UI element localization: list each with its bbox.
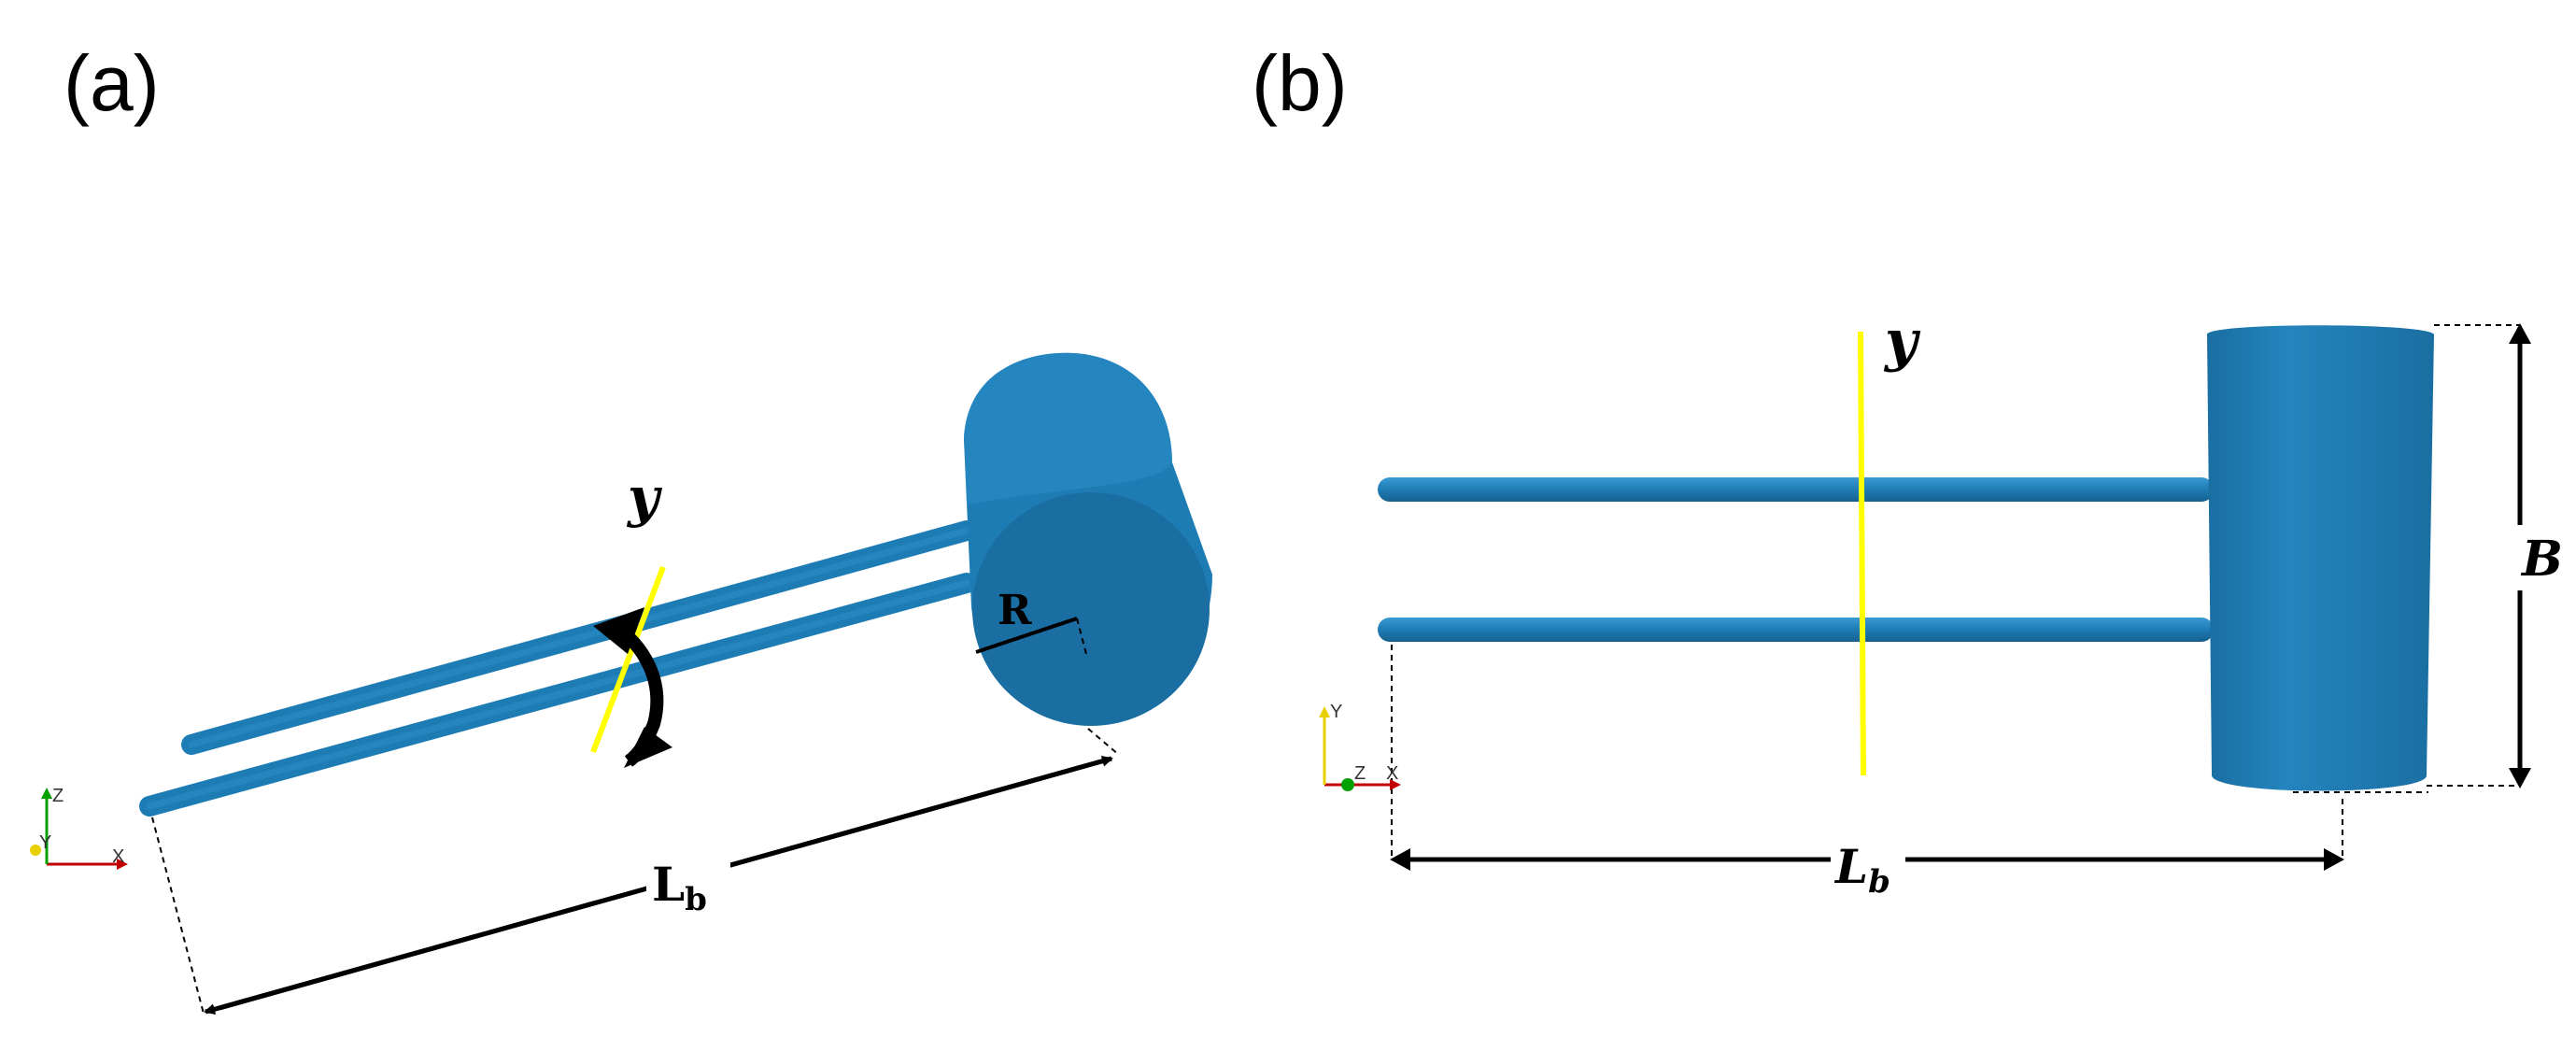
panel-b-lower-rod xyxy=(1378,618,2214,642)
panel-a-rotation-arrowhead-bottom xyxy=(624,727,672,768)
svg-text:Z: Z xyxy=(52,786,64,806)
panel-a-length-label: Lb xyxy=(652,857,707,918)
svg-text:Y: Y xyxy=(1330,702,1342,722)
panel-b-length-label: Lb xyxy=(1833,839,1890,901)
panel-a-rotation-arrowhead-top xyxy=(593,607,644,654)
panel-b-section-label: y xyxy=(1883,308,1921,374)
panel-a-cylinder: R xyxy=(964,352,1212,726)
panel-a-label: (a) xyxy=(64,39,160,127)
panel-a-radius-line xyxy=(975,617,1078,654)
svg-text:X: X xyxy=(112,846,124,867)
panel-b-z-axis-dot xyxy=(1341,778,1354,791)
panel-b-label: (b) xyxy=(1252,39,1348,127)
svg-text:Z: Z xyxy=(1354,763,1366,784)
panel-b-rods xyxy=(1378,477,2214,642)
panel-b-section-line xyxy=(1858,331,1866,776)
svg-text:Y: Y xyxy=(39,832,51,853)
panel-b-height-label: B xyxy=(2520,531,2563,588)
panel-b-upper-rod xyxy=(1378,477,2214,502)
panel-b-cylinder xyxy=(2207,325,2434,793)
panel-a-y-axis-dot xyxy=(30,845,41,856)
panel-a-rods xyxy=(139,520,977,817)
panel-b: (b) y B xyxy=(1252,39,2569,902)
panel-b-axis-triad: X Y Z xyxy=(1319,702,1401,791)
panel-a-axis-triad: X Z Y xyxy=(30,786,128,870)
panel-a-section-label: y xyxy=(626,465,663,529)
panel-a-section-line xyxy=(590,565,666,754)
panel-a-radius-label: R xyxy=(998,587,1032,634)
svg-text:X: X xyxy=(1386,763,1398,784)
panel-a-cylinder-face xyxy=(972,492,1210,726)
panel-b-height-dimension: B xyxy=(2427,323,2569,788)
panel-a: (a) R y xyxy=(30,39,1212,1015)
panel-b-length-dimension: Lb xyxy=(1390,645,2344,902)
panel-a-length-dimension: Lb xyxy=(151,728,1120,1015)
